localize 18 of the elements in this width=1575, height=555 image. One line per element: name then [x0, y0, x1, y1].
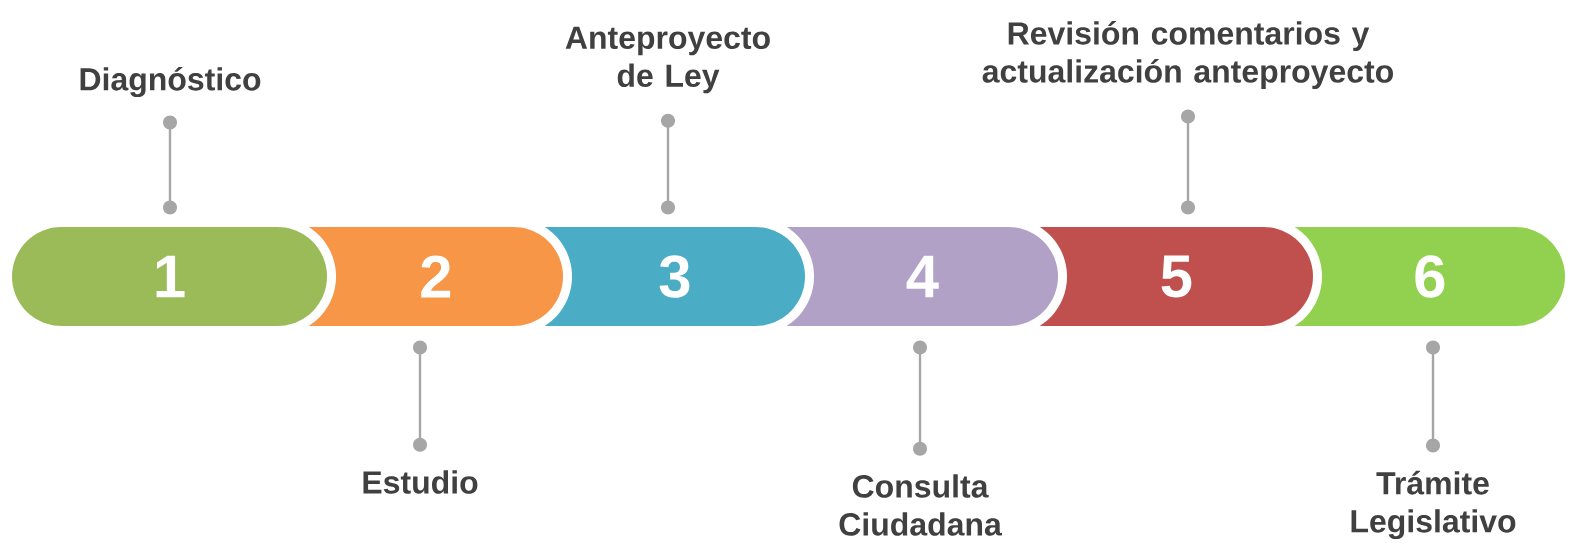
leader-line	[1426, 340, 1440, 453]
step-label: Revisión comentarios y actualización anteproyecto	[982, 20, 1393, 90]
step-pill: 5	[1039, 227, 1313, 326]
step-pill: 4	[786, 227, 1058, 326]
step-pill: 3	[544, 227, 805, 326]
step-label: Trámite Legislativo	[1351, 470, 1516, 540]
step-label: Estudio	[363, 470, 478, 494]
step-pill: 2	[308, 227, 563, 326]
leader-line	[661, 113, 675, 215]
leader-line	[163, 115, 177, 215]
step-label: Consulta Ciudadana	[839, 474, 1002, 536]
step-pill: 6	[1294, 227, 1565, 326]
step-label: Diagnóstico	[80, 66, 261, 98]
step-label: Anteproyecto de Ley	[565, 26, 770, 94]
leader-line	[1181, 109, 1195, 215]
step-pill: 1	[12, 227, 327, 326]
leader-line	[413, 340, 427, 452]
leader-line	[913, 340, 927, 456]
